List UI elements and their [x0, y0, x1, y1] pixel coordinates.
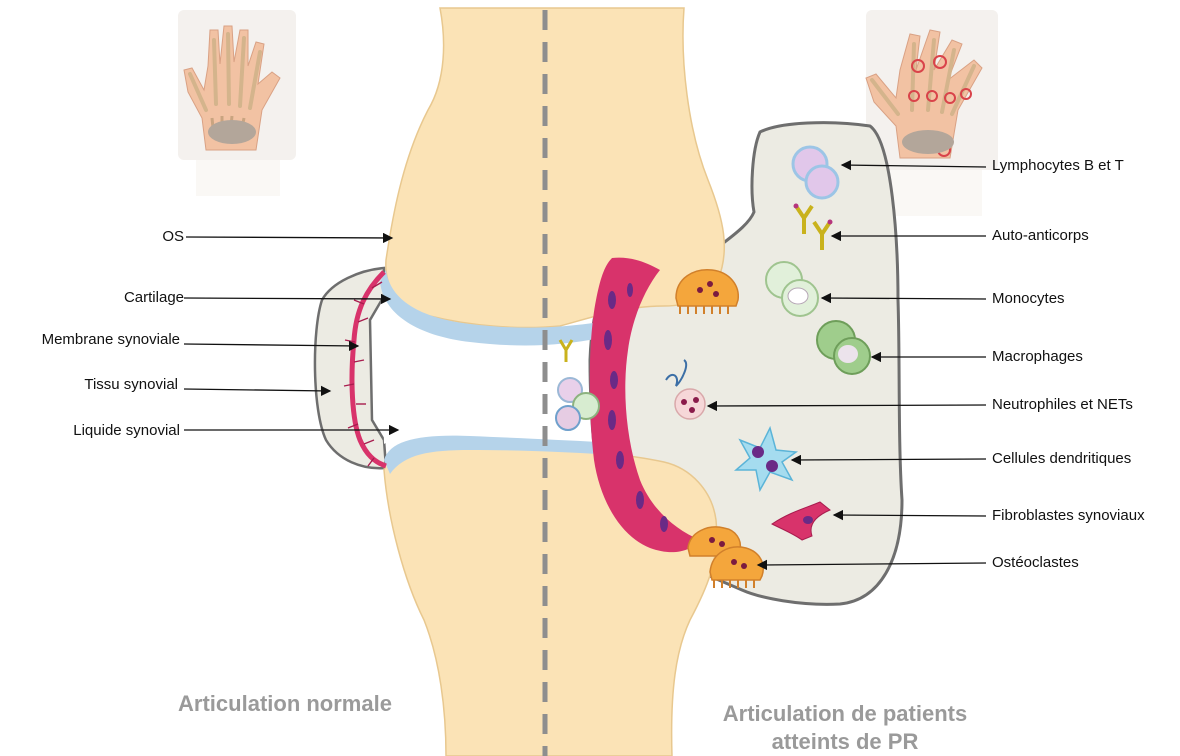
label-auto-anticorps: Auto-anticorps: [992, 227, 1089, 245]
lower-bone: [384, 446, 717, 756]
label-os: OS: [118, 228, 184, 246]
label-neutrophiles: Neutrophiles et NETs: [992, 396, 1133, 414]
caption-pr-joint-line1: Articulation de patients: [680, 700, 1010, 728]
label-tissu-synovial: Tissu synovial: [20, 376, 178, 394]
label-cellules-dendritiques: Cellules dendritiques: [992, 450, 1131, 468]
label-macrophages: Macrophages: [992, 348, 1083, 366]
label-liquide-synovial: Liquide synovial: [20, 422, 180, 440]
caption-pr-joint-line2: atteints de PR: [680, 728, 1010, 756]
label-cartilage: Cartilage: [40, 289, 184, 307]
normal-hand-icon: [178, 10, 296, 196]
label-monocytes: Monocytes: [992, 290, 1065, 308]
label-osteoclastes: Ostéoclastes: [992, 554, 1079, 572]
label-fibroblastes: Fibroblastes synoviaux: [992, 507, 1145, 525]
caption-normal-joint: Articulation normale: [140, 690, 430, 718]
label-membrane-synoviale: Membrane synoviale: [2, 331, 180, 349]
upper-bone: [386, 8, 725, 328]
label-lymphocytes: Lymphocytes B et T: [992, 157, 1124, 175]
